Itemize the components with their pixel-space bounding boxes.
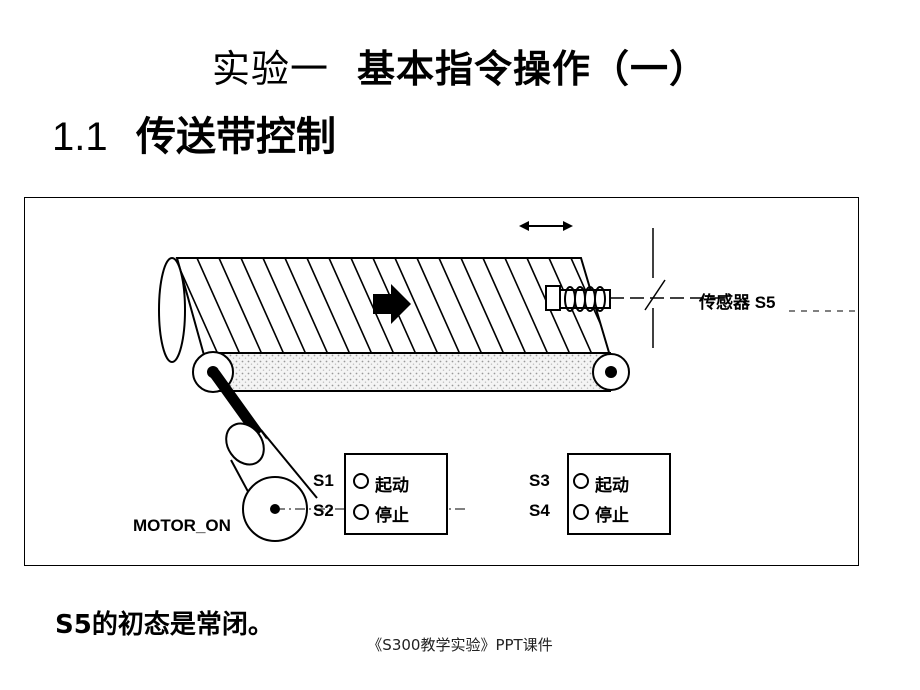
section-title: 传送带控制 xyxy=(136,114,336,160)
stop-button-s2[interactable] xyxy=(353,504,369,520)
start-button-s1[interactable] xyxy=(353,473,369,489)
s1-start-text: 起动 xyxy=(375,476,409,495)
conveyor-illustration xyxy=(158,221,860,543)
sensor-label: 传感器 S5 xyxy=(699,293,776,312)
s3-start-text: 起动 xyxy=(595,476,629,495)
front-roller xyxy=(192,351,630,393)
s1-label: S1 xyxy=(313,471,334,490)
section-heading: 1.1 传送带控制 xyxy=(52,104,336,162)
section-number: 1.1 xyxy=(52,115,108,159)
s4-stop-text: 停止 xyxy=(595,506,629,525)
motor-assembly xyxy=(209,368,465,543)
s2-stop-text: 停止 xyxy=(375,506,409,525)
start-button-s3[interactable] xyxy=(573,473,589,489)
s3-label: S3 xyxy=(529,471,550,490)
title-experiment: 实验一 xyxy=(211,47,329,91)
motor-label: MOTOR_ON xyxy=(133,516,231,535)
title-topic: 基本指令操作（一） xyxy=(357,46,709,91)
footer-caption: 《S300教学实验》PPT课件 xyxy=(367,636,553,654)
stop-button-s4[interactable] xyxy=(573,504,589,520)
slide-title: 实验一基本指令操作（一） xyxy=(0,38,920,93)
sensor-s5 xyxy=(519,221,860,348)
direction-arrow-icon xyxy=(373,284,411,324)
sensor-adjust-arrow-icon xyxy=(519,221,573,231)
s4-label: S4 xyxy=(529,501,550,520)
s2-label: S2 xyxy=(313,501,334,520)
control-panel-left xyxy=(344,453,448,535)
control-panel-right xyxy=(567,453,671,535)
conveyor-belt xyxy=(158,257,615,367)
conveyor-diagram: 传感器 S5 MOTOR_ON S1 S2 起动 停止 S3 S4 起动 停止 xyxy=(24,197,860,566)
initial-state-note: S5的初态是常闭。 xyxy=(55,610,274,640)
